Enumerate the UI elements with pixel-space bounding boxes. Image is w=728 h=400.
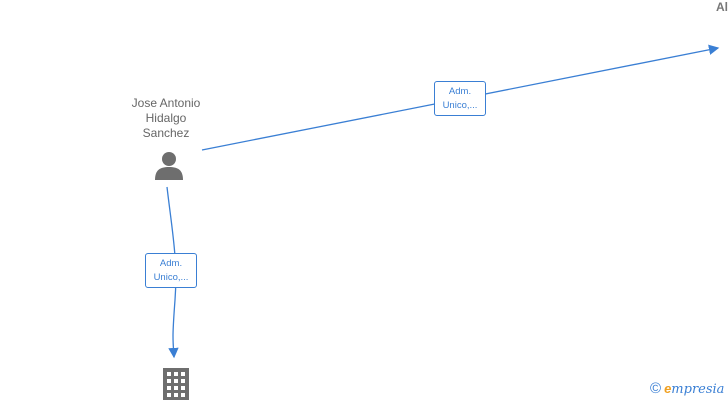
person-name[interactable]: Jose Antonio Hidalgo Sanchez — [131, 96, 201, 140]
edge-person-to-company-bottom — [166, 186, 179, 359]
brand-name: mpresia — [671, 382, 725, 397]
edge-label-role: Adm. — [159, 258, 183, 269]
building-icon[interactable] — [163, 368, 189, 400]
edge-label-detail: Unico,... — [153, 272, 189, 283]
edge-label-role: Adm. — [448, 86, 472, 97]
person-icon[interactable] — [155, 152, 183, 180]
company-top-label[interactable]: Al — [716, 0, 728, 14]
copyright-icon: © — [650, 380, 662, 397]
edge-label-top[interactable]: Adm. Unico,... — [434, 81, 486, 116]
edge-label-bottom[interactable]: Adm. Unico,... — [145, 253, 197, 288]
brand-logo[interactable]: ©empresia — [650, 380, 724, 397]
brand-initial: e — [664, 381, 672, 396]
edge-label-detail: Unico,... — [442, 100, 478, 111]
